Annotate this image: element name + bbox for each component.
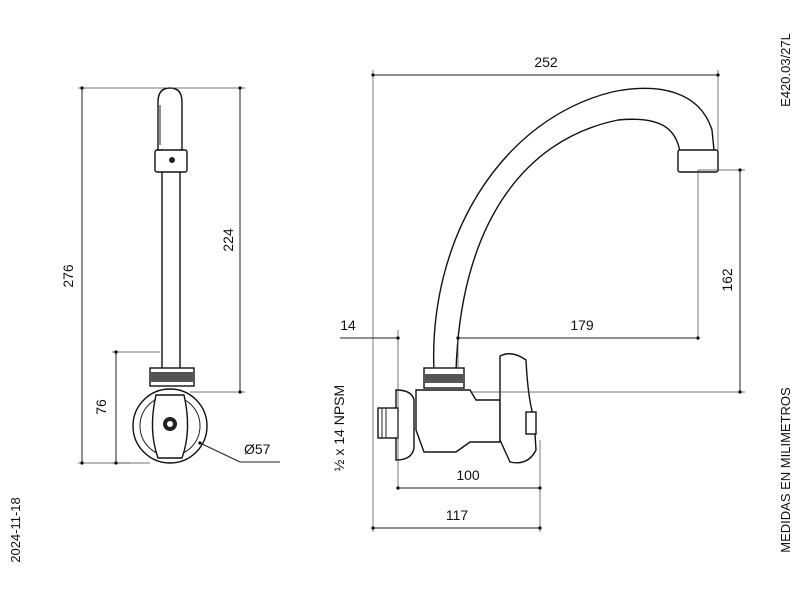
front-handle (499, 353, 537, 464)
dim-front-spout-reach: 179 (570, 317, 594, 333)
dim-front-total-reach: 252 (534, 54, 558, 70)
front-spout (432, 87, 715, 373)
front-valve-body (415, 389, 501, 453)
front-aerator (677, 149, 719, 173)
dim-side-flange-diameter: Ø57 (244, 441, 271, 457)
dim-side-total-height: 276 (60, 264, 76, 288)
dim-side-base-height: 76 (93, 399, 109, 415)
dim-front-thread: ½ x 14 NPSM (331, 385, 347, 471)
leader-side-flange-diameter (198, 441, 241, 463)
front-view: 252 162 179 14 ½ x 14 NPSM 100 117 (331, 54, 745, 532)
dim-front-wall-offset: 14 (340, 317, 356, 333)
dim-front-total-length: 117 (446, 507, 469, 523)
front-wall-flange (395, 389, 415, 461)
side-spout-tube (157, 87, 183, 373)
side-view: 276 224 76 Ø57 (60, 86, 280, 465)
dim-side-spout-height: 224 (220, 228, 236, 252)
front-inlet-pipe (377, 407, 399, 439)
dim-front-spout-height: 162 (719, 268, 735, 292)
drawing-code: E420.03/27L (778, 33, 793, 107)
dim-front-body-length: 100 (456, 467, 480, 483)
units-note: MEDIDAS EN MILIMETROS (778, 387, 793, 553)
drawing-date: 2024-11-18 (8, 497, 23, 563)
